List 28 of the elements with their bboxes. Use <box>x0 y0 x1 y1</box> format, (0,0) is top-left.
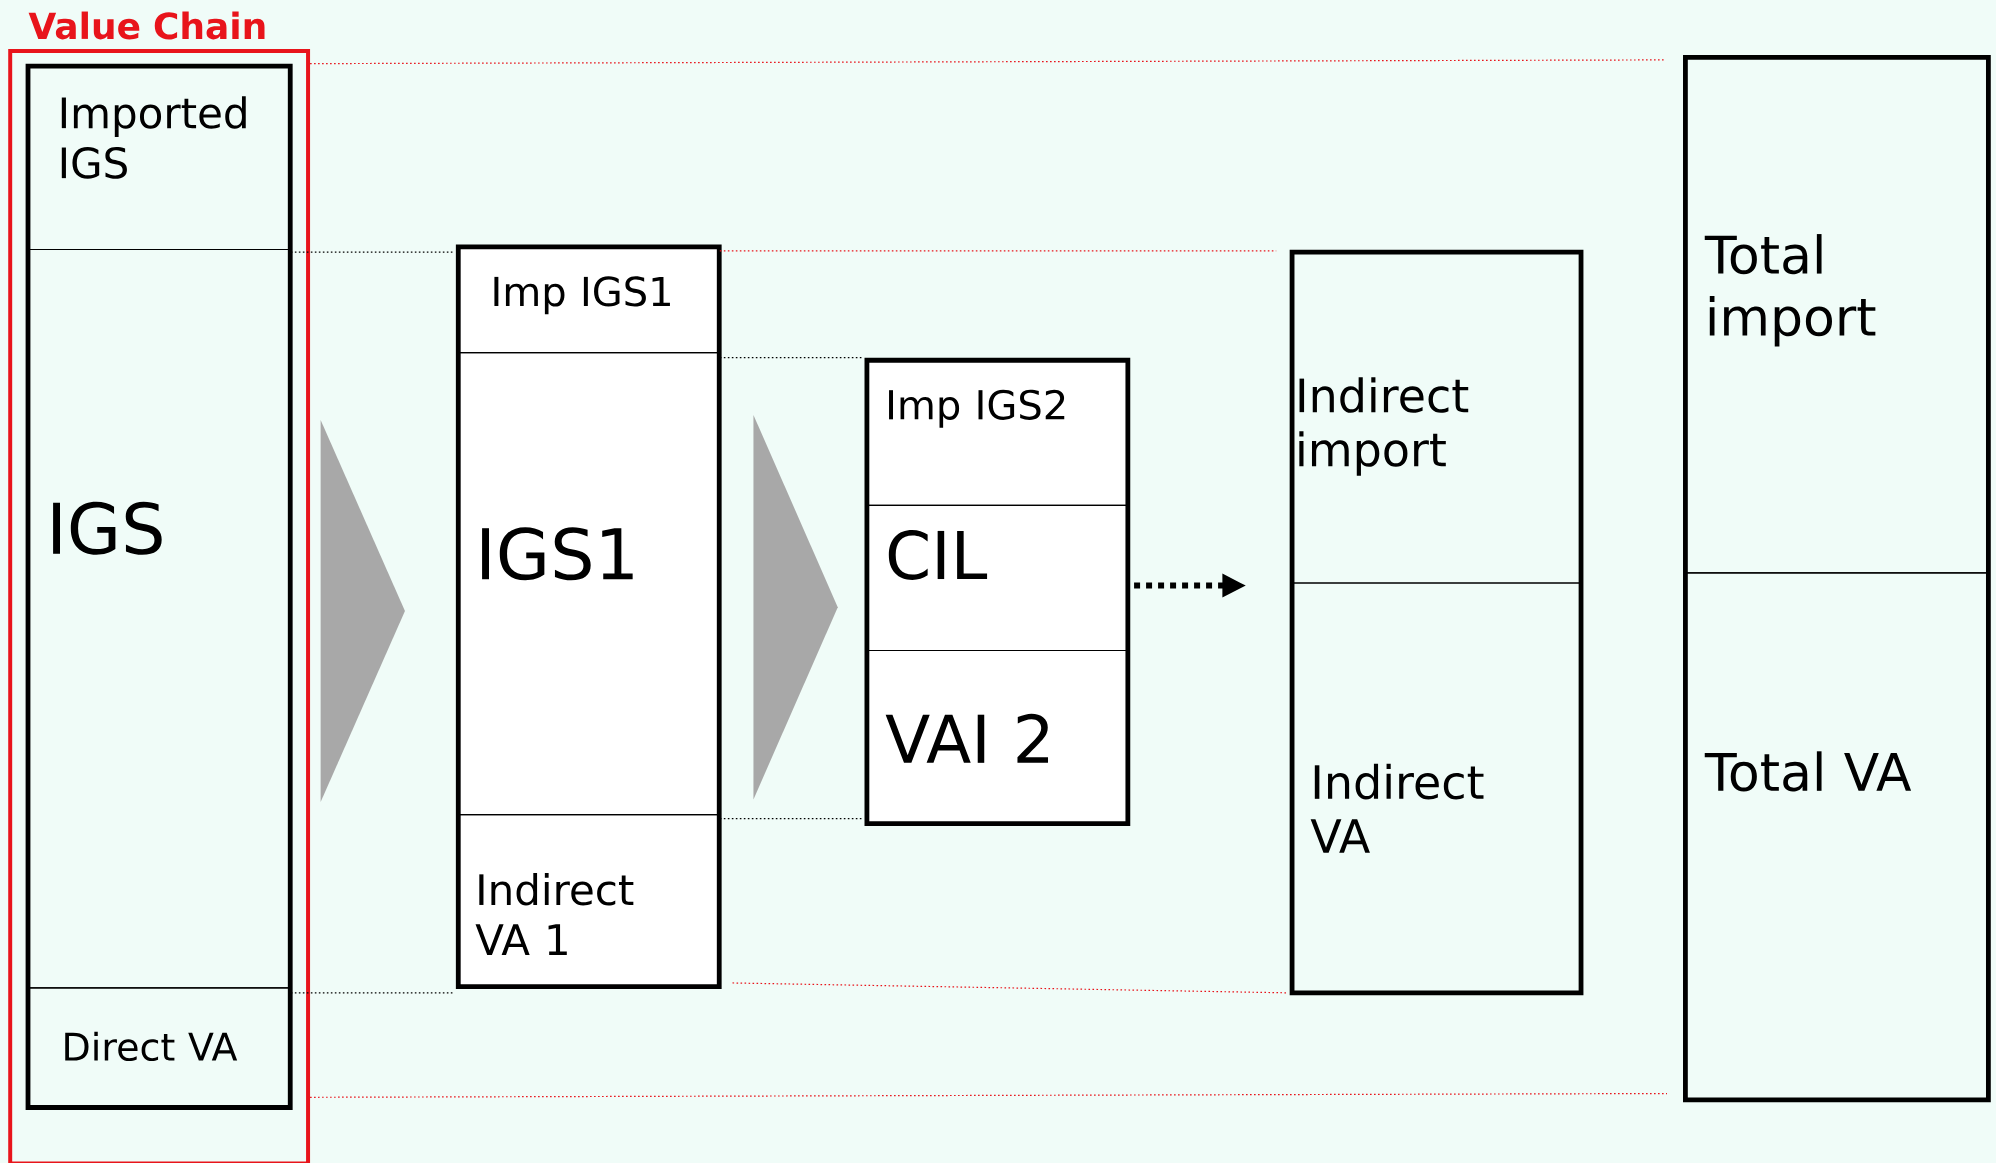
column-box <box>25 63 293 1110</box>
guide-line <box>290 251 454 253</box>
chevron-arrow <box>320 419 405 802</box>
cell: Total import <box>1684 56 1989 574</box>
chevron-arrow <box>753 414 838 800</box>
column-box <box>864 357 1131 826</box>
column-box <box>1289 249 1584 996</box>
guide-line <box>290 992 454 994</box>
guide-line <box>719 356 864 359</box>
cell: IGS1 <box>457 351 720 816</box>
cell: Indirect VA 1 <box>457 813 720 987</box>
cell: Total VA <box>1684 572 1989 1101</box>
cell: Imported IGS <box>27 65 291 250</box>
cell: Indirect VA <box>1291 582 1582 994</box>
guide-line <box>309 59 1666 64</box>
column-box <box>455 244 722 989</box>
column-box <box>1683 54 1991 1102</box>
node-label: Value Chain <box>28 11 265 40</box>
cell: Imp IGS2 <box>866 359 1129 506</box>
cell: Imp IGS1 <box>457 246 720 353</box>
guide-line <box>309 1092 1668 1098</box>
cell: Indirect import <box>1291 251 1582 584</box>
cell: VAI 2 <box>866 649 1129 824</box>
cell: CIL <box>866 504 1129 651</box>
guide-line <box>719 817 864 819</box>
cell: IGS <box>27 248 291 989</box>
guide-line <box>719 249 1277 252</box>
cell: Direct VA <box>27 987 291 1108</box>
